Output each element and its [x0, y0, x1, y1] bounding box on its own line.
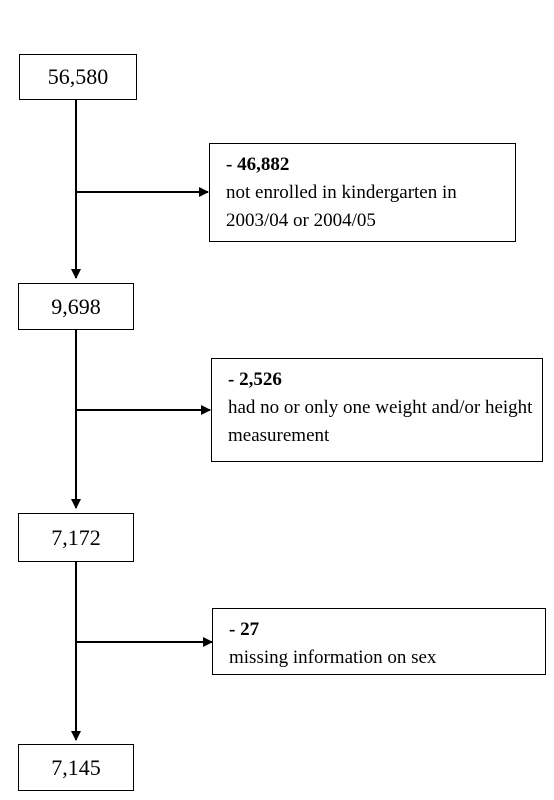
exclusion-box-2: - 2,526 had no or only one weight and/or… — [211, 358, 543, 462]
exclusion-box-3: - 27 missing information on sex — [212, 608, 546, 675]
count-value: 56,580 — [47, 64, 109, 89]
exclusion-reason: missing information on sex — [229, 647, 437, 668]
count-box-4: 7,145 — [18, 744, 134, 791]
count-box-1: 56,580 — [19, 54, 137, 100]
count-value: 7,172 — [51, 524, 101, 550]
count-value: 7,145 — [51, 754, 101, 780]
exclusion-reason: had no or only one weight and/or height … — [228, 397, 533, 446]
count-box-2: 9,698 — [18, 283, 134, 330]
count-value: 9,698 — [51, 293, 101, 319]
exclusion-count: - 27 — [229, 619, 260, 640]
exclusion-box-1: - 46,882 not enrolled in kindergarten in… — [209, 143, 516, 242]
exclusion-count: - 46,882 — [226, 154, 290, 175]
count-box-3: 7,172 — [18, 513, 134, 562]
exclusion-reason: not enrolled in kindergarten in 2003/04 … — [226, 182, 457, 231]
exclusion-count: - 2,526 — [228, 369, 282, 390]
